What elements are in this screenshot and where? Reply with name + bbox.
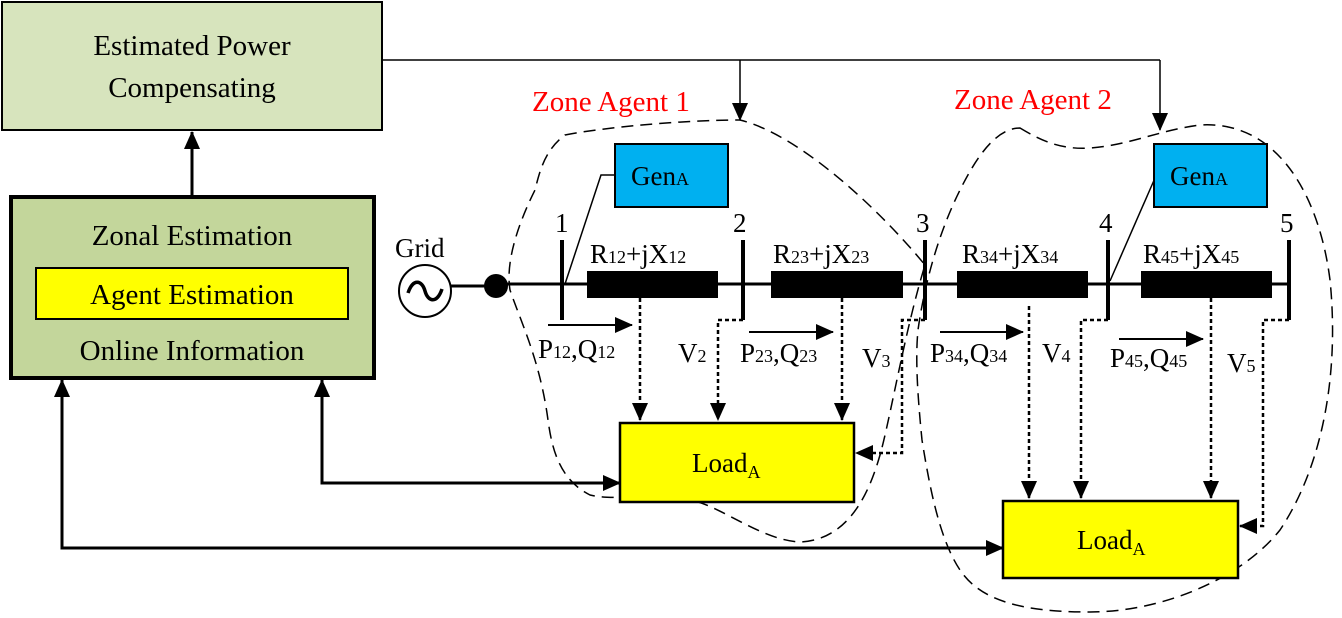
svg-text:R23+jX23: R23+jX23	[773, 239, 869, 269]
bus-label-1: 1	[555, 208, 569, 238]
impedance-line-12	[587, 271, 718, 298]
measurement-lines-zone-1	[632, 298, 925, 461]
bus-label-3: 3	[916, 208, 930, 238]
gen-label-zone-1: GenA	[631, 161, 689, 191]
load-block-zone-2[interactable]	[1001, 499, 1240, 580]
impedance-line-45	[1141, 271, 1272, 298]
zone-agent-2-label: Zone Agent 2	[954, 84, 1112, 116]
bus-label-4: 4	[1099, 208, 1113, 238]
zonal-estimation-title: Zonal Estimation	[92, 220, 293, 252]
gen-label-zone-2: GenA	[1170, 161, 1228, 191]
voltage-label-4: V4	[1042, 338, 1071, 368]
agent-estimation-label: Agent Estimation	[90, 279, 294, 311]
bus-label-2: 2	[733, 208, 747, 238]
compensating-label-line2: Compensating	[108, 72, 276, 104]
svg-text:R45+jX45: R45+jX45	[1143, 239, 1239, 269]
impedance-label-45: R45+jX45	[1143, 239, 1239, 269]
impedance-line-34	[957, 271, 1088, 298]
zone-agent-1-label: Zone Agent 1	[532, 86, 690, 118]
impedance-label-23: R23+jX23	[773, 239, 869, 269]
load-label-zone-1: LoadA	[692, 448, 760, 482]
svg-text:R12+jX12: R12+jX12	[590, 239, 686, 269]
compensating-block[interactable]	[1, 1, 383, 131]
agent-estimation-block[interactable]	[35, 267, 349, 320]
gen-block-zone-2[interactable]	[1153, 143, 1268, 208]
voltage-label-2: V2	[678, 338, 707, 368]
link-zonal-to-load-2	[60, 380, 1004, 556]
voltage-label-3: V3	[862, 343, 891, 373]
voltage-label-5: V5	[1227, 348, 1256, 378]
power-flow-label-12: P12,Q12	[538, 334, 615, 364]
load-block-zone-1[interactable]	[618, 421, 856, 504]
svg-text:R34+jX34: R34+jX34	[962, 239, 1058, 269]
load-label-zone-2: LoadA	[1077, 525, 1145, 559]
impedance-label-12: R12+jX12	[590, 239, 686, 269]
link-zonal-to-load-1	[320, 380, 621, 491]
power-flow-label-45: P45,Q45	[1110, 343, 1187, 373]
gen-block-zone-1[interactable]	[614, 143, 729, 208]
grid-label: Grid	[395, 233, 445, 263]
bus-label-5: 5	[1280, 208, 1294, 238]
online-information-label: Online Information	[80, 335, 305, 367]
measurement-lines-zone-2	[1021, 298, 1289, 534]
grid-node	[484, 274, 508, 298]
gen-2-connection	[1109, 177, 1156, 282]
zone-1-boundary	[508, 119, 926, 543]
ac-wave-icon	[406, 280, 444, 302]
impedance-line-23	[771, 271, 903, 298]
impedance-label-34: R34+jX34	[962, 239, 1058, 269]
power-flow-label-34: P34,Q34	[930, 338, 1007, 368]
power-flow-label-23: P23,Q23	[740, 338, 817, 368]
compensating-label-line1: Estimated Power	[93, 30, 291, 62]
gen-1-connection	[564, 174, 615, 285]
